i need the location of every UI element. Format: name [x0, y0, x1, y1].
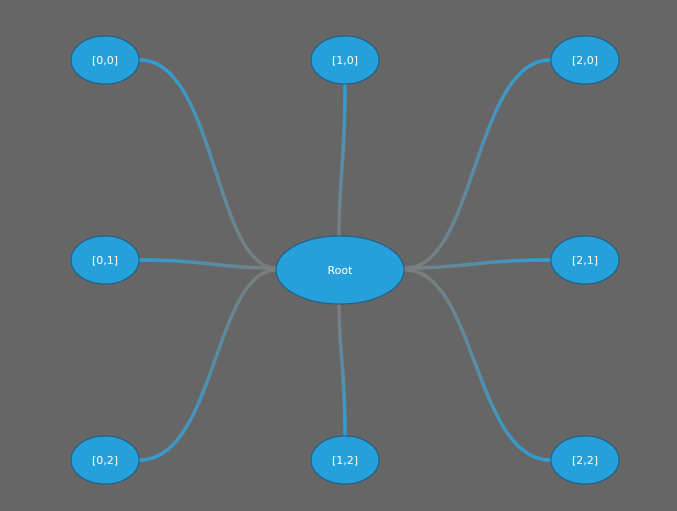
node-label: [1,0] [332, 54, 358, 67]
node-label: [0,0] [92, 54, 118, 67]
node-shape[interactable] [550, 35, 620, 85]
node-2-0[interactable]: [2,0] [550, 35, 620, 85]
edges-layer [138, 58, 552, 462]
node-shape[interactable] [70, 35, 140, 85]
nodes-layer: Root [0,0] [1,0] [2,0] [0,1] [2,1] [0,2] [1,2] [… [70, 35, 620, 485]
edge-root-n00 [138, 58, 278, 270]
node-0-1[interactable]: [0,1] [70, 235, 140, 285]
node-2-1[interactable]: [2,1] [550, 235, 620, 285]
edge-root-n22 [404, 268, 552, 462]
node-1-0[interactable]: [1,0] [310, 35, 380, 85]
node-shape[interactable] [275, 235, 405, 305]
edge-root-n01 [138, 258, 278, 270]
node-shape[interactable] [310, 435, 380, 485]
node-shape[interactable] [550, 435, 620, 485]
node-shape[interactable] [70, 235, 140, 285]
node-shape[interactable] [550, 235, 620, 285]
node-label: [2,0] [572, 54, 598, 67]
node-label: Root [328, 264, 354, 277]
edge-root-n02 [138, 268, 278, 462]
node-label: [0,1] [92, 254, 118, 267]
node-label: [2,2] [572, 454, 598, 467]
node-0-0[interactable]: [0,0] [70, 35, 140, 85]
edge-root-n10 [337, 82, 347, 238]
node-label: [2,1] [572, 254, 598, 267]
node-label: [0,2] [92, 454, 118, 467]
node-root[interactable]: Root [275, 235, 405, 305]
node-1-2[interactable]: [1,2] [310, 435, 380, 485]
edge-root-n12 [337, 302, 347, 438]
node-shape[interactable] [70, 435, 140, 485]
node-0-2[interactable]: [0,2] [70, 435, 140, 485]
node-shape[interactable] [310, 35, 380, 85]
edge-root-n21 [404, 258, 552, 270]
edge-root-n20 [404, 58, 552, 270]
node-label: [1,2] [332, 454, 358, 467]
node-2-2[interactable]: [2,2] [550, 435, 620, 485]
